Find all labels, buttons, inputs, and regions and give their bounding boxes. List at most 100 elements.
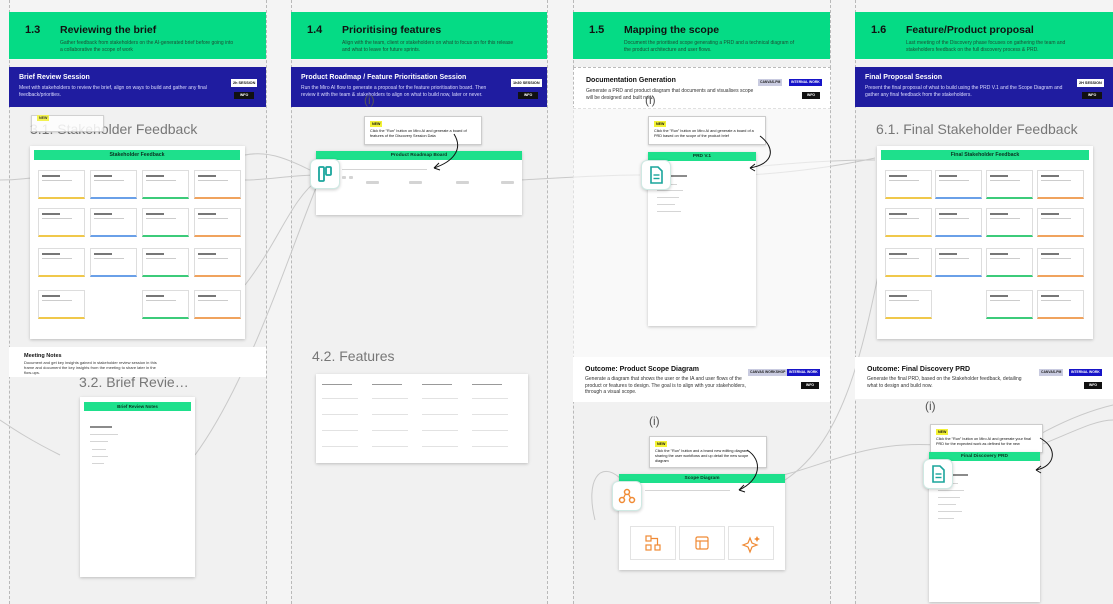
feedback-sticky[interactable]: [1037, 290, 1084, 319]
feedback-sticky[interactable]: [1037, 248, 1084, 277]
outcome-card-final-prd[interactable]: Outcome: Final Discovery PRD Generate th…: [855, 357, 1113, 399]
feedback-sticky[interactable]: [194, 248, 241, 277]
documentation-card[interactable]: Documentation Generation Generate a PRD …: [573, 67, 831, 109]
board-header: Product Roadmap Board: [316, 151, 522, 160]
session-duration-tag: 2h SESSION: [231, 79, 258, 87]
text-line: [938, 474, 968, 476]
table-cell: [472, 430, 508, 431]
table-cell: [372, 414, 408, 415]
text-line: [342, 169, 427, 170]
text-line: [657, 204, 675, 205]
session-description: Meet with stakeholders to review the bri…: [19, 85, 207, 98]
table-cell: [372, 446, 408, 447]
feedback-sticky[interactable]: [935, 170, 982, 199]
chip: [501, 181, 514, 184]
session-card-final-proposal[interactable]: Final Proposal Session Present the final…: [855, 67, 1113, 107]
feedback-sticky[interactable]: [986, 248, 1033, 277]
board-header: Stakeholder Feedback: [34, 150, 240, 160]
session-card-brief-review[interactable]: Brief Review Session Meet with stakehold…: [9, 67, 266, 107]
feedback-sticky[interactable]: [1037, 208, 1084, 237]
feedback-sticky[interactable]: [142, 290, 189, 319]
table-cell: [472, 398, 508, 399]
feedback-sticky[interactable]: [194, 170, 241, 199]
feedback-sticky[interactable]: [986, 208, 1033, 237]
feedback-sticky[interactable]: [986, 290, 1033, 319]
text-line: [657, 175, 687, 177]
feedback-sticky[interactable]: [986, 170, 1033, 199]
feedback-sticky[interactable]: [38, 248, 85, 277]
feedback-sticky[interactable]: [90, 170, 137, 199]
sparkle-icon: [741, 536, 760, 554]
feedback-sticky[interactable]: [194, 208, 241, 237]
info-button[interactable]: INFO: [802, 92, 820, 99]
session-title: Final Proposal Session: [865, 74, 943, 81]
sparkle-cell[interactable]: [728, 526, 774, 560]
document-icon[interactable]: [641, 160, 671, 190]
diagram-icon: [645, 535, 661, 551]
feedback-sticky[interactable]: [142, 170, 189, 199]
table-cell: [472, 446, 508, 447]
text-line: [938, 504, 956, 505]
feedback-sticky[interactable]: [194, 290, 241, 319]
text-line: [92, 463, 104, 464]
info-marker[interactable]: (i): [649, 414, 660, 428]
info-button[interactable]: INFO: [1084, 382, 1102, 389]
info-marker[interactable]: (i): [364, 93, 375, 107]
session-card-roadmap[interactable]: Product Roadmap / Feature Prioritisation…: [291, 67, 547, 107]
meeting-notes-title: Meeting Notes: [24, 353, 62, 359]
meeting-notes-card[interactable]: Meeting Notes Document and get key insig…: [9, 347, 266, 377]
outcome-card-scope-diagram[interactable]: Outcome: Product Scope Diagram Generate …: [573, 357, 830, 402]
phase-header-4: 1.6 Feature/Product proposal Last meetin…: [855, 12, 1113, 59]
table-cell: [322, 384, 352, 385]
diagram-icon[interactable]: [612, 481, 642, 511]
feedback-sticky[interactable]: [885, 290, 932, 319]
feedback-sticky[interactable]: [90, 248, 137, 277]
layout-cell[interactable]: [679, 526, 725, 560]
feedback-sticky[interactable]: [885, 248, 932, 277]
tip-text: Click the "Run" button on Miro AI and ge…: [936, 437, 1031, 446]
product-roadmap-board[interactable]: Product Roadmap Board: [316, 151, 522, 215]
info-button[interactable]: INFO: [518, 92, 538, 99]
badge-internal-work: INTERNAL WORK: [1069, 369, 1102, 376]
feedback-sticky[interactable]: [90, 208, 137, 237]
table-cell: [322, 430, 358, 431]
feedback-sticky[interactable]: [935, 248, 982, 277]
feedback-sticky[interactable]: [1037, 170, 1084, 199]
outcome-title: Outcome: Final Discovery PRD: [867, 366, 971, 373]
feedback-sticky[interactable]: [38, 208, 85, 237]
document-icon[interactable]: [923, 459, 953, 489]
arrow-annotation: [749, 135, 771, 172]
brief-review-notes-board[interactable]: Brief Review Notes: [80, 397, 195, 577]
text-line: [938, 490, 964, 491]
new-badge: NEW: [654, 121, 667, 127]
feedback-sticky[interactable]: [885, 170, 932, 199]
scope-diagram-board[interactable]: Scope Diagram: [619, 474, 785, 570]
feedback-sticky[interactable]: [142, 208, 189, 237]
phase-description: Document the prioritised scope generatin…: [624, 40, 795, 53]
text-line: [938, 497, 960, 498]
badge-internal-work: INTERNAL WORK: [789, 79, 822, 86]
feedback-sticky[interactable]: [935, 208, 982, 237]
phase-title: Feature/Product proposal: [906, 24, 1034, 36]
column-border: [9, 0, 10, 604]
text-line: [657, 190, 683, 191]
lane-bg-2: [291, 60, 547, 604]
info-button[interactable]: INFO: [1082, 92, 1102, 99]
diagram-cell[interactable]: [630, 526, 676, 560]
table-cell: [472, 384, 502, 385]
kanban-icon[interactable]: [310, 159, 340, 189]
frame-title-features: 4.2. Features: [312, 348, 395, 364]
info-marker[interactable]: (i): [925, 399, 936, 413]
layout-icon: [695, 536, 709, 550]
feedback-sticky[interactable]: [38, 290, 85, 319]
stakeholder-feedback-board[interactable]: Stakeholder Feedback: [30, 146, 245, 339]
features-board[interactable]: [316, 374, 528, 463]
feedback-sticky[interactable]: [142, 248, 189, 277]
info-button[interactable]: INFO: [234, 92, 254, 99]
info-button[interactable]: INFO: [801, 382, 819, 389]
final-stakeholder-feedback-board[interactable]: Final Stakeholder Feedback: [877, 146, 1093, 339]
feedback-sticky[interactable]: [885, 208, 932, 237]
feedback-sticky[interactable]: [38, 170, 85, 199]
info-marker[interactable]: (i): [645, 93, 656, 107]
